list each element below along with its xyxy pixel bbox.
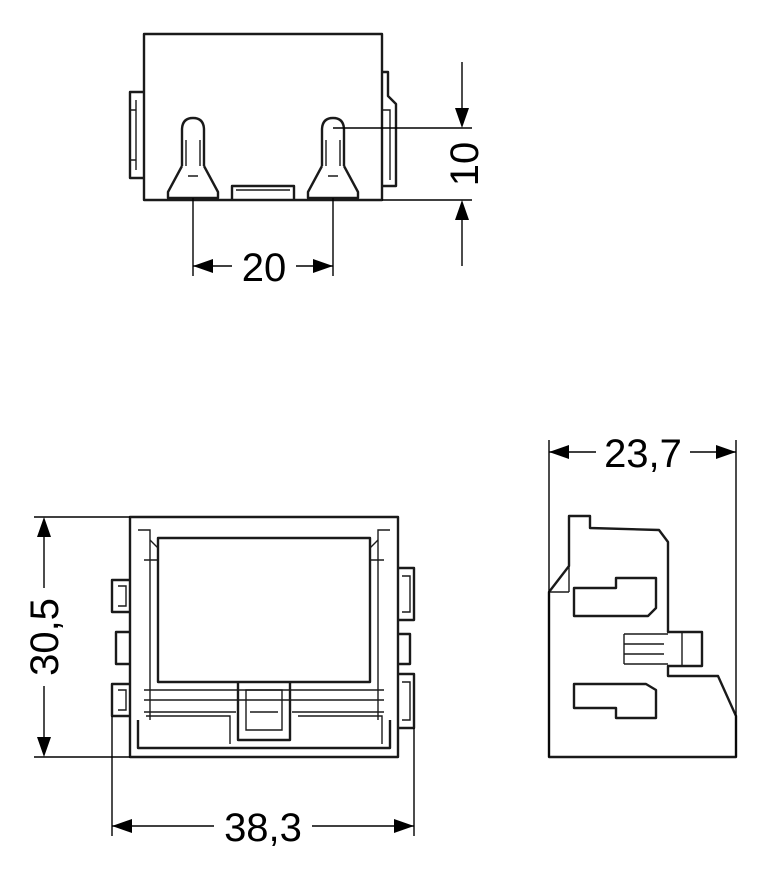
side-view-upper-slot (572, 576, 658, 618)
top-view-notch (230, 184, 296, 200)
front-view-window (156, 536, 372, 684)
dim-depth: 23,7 (548, 432, 737, 757)
dim-width-label: 38,3 (224, 806, 302, 850)
dim-pin-spacing-label: 20 (242, 246, 287, 290)
side-view: 23,7 (547, 432, 738, 759)
right-pin (306, 116, 360, 200)
dim-height: 30,5 (23, 516, 130, 758)
side-view-body (547, 514, 738, 759)
front-view: 30,5 38,3 (23, 515, 416, 850)
top-view: 20 10 (128, 32, 487, 290)
dim-width: 38,3 (111, 716, 415, 850)
dim-pin-length: 10 (333, 62, 487, 266)
dim-height-label: 30,5 (23, 598, 67, 676)
top-view-body (142, 32, 384, 202)
top-view-left-latch (128, 90, 144, 180)
dim-depth-label: 23,7 (604, 432, 682, 476)
dim-pin-spacing: 20 (192, 198, 334, 290)
dim-pin-length-label: 10 (443, 142, 487, 187)
front-view-frame (128, 515, 400, 759)
side-view-lower-slot (572, 682, 658, 720)
top-view-right-latch (382, 70, 398, 188)
left-pin (166, 116, 220, 200)
front-view-center-latch (236, 682, 292, 742)
